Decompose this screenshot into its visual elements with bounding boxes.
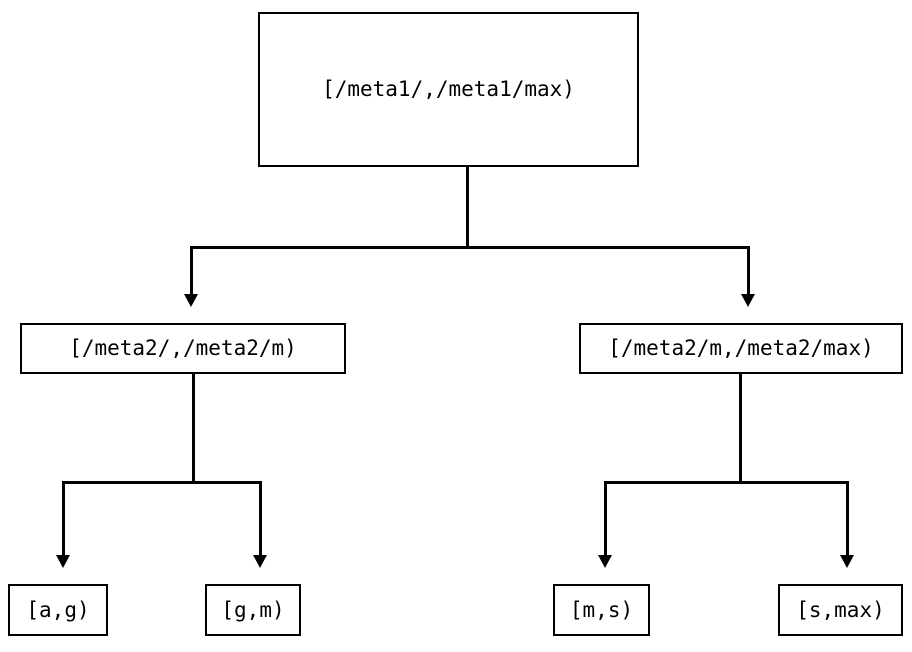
arrowhead-mid-left-to-leaf-ag: [56, 555, 70, 568]
node-leaf-g-m-label: [g,m): [221, 597, 285, 622]
node-mid-left[interactable]: [/meta2/,/meta2/m): [20, 323, 346, 374]
edge-mid-left-to-leaf-ag-drop: [62, 481, 65, 555]
node-leaf-a-g[interactable]: [a,g): [8, 584, 108, 636]
edge-mid-right-to-leaf-ms-drop: [604, 481, 607, 555]
edge-mid-right-to-leaf-smax-drop: [846, 481, 849, 555]
edge-mid-left-stem: [192, 374, 195, 484]
edge-mid-right-crossbar: [604, 481, 849, 484]
arrowhead-root-to-mid-right: [741, 294, 755, 307]
edge-root-to-mid-left-drop: [190, 246, 193, 294]
arrowhead-mid-right-to-leaf-ms: [598, 555, 612, 568]
edge-root-crossbar: [190, 246, 750, 249]
node-root-label: [/meta1/,/meta1/max): [322, 77, 575, 101]
node-mid-left-label: [/meta2/,/meta2/m): [69, 336, 297, 360]
node-mid-right-label: [/meta2/m,/meta2/max): [608, 336, 874, 360]
node-leaf-m-s[interactable]: [m,s): [553, 584, 650, 636]
edge-mid-left-crossbar: [62, 481, 262, 484]
edge-mid-left-to-leaf-gm-drop: [259, 481, 262, 555]
node-leaf-s-max-label: [s,max): [796, 597, 885, 622]
edge-mid-right-stem: [739, 374, 742, 484]
node-root[interactable]: [/meta1/,/meta1/max): [258, 12, 639, 167]
edge-root-to-mid-right-drop: [747, 246, 750, 294]
arrowhead-mid-right-to-leaf-smax: [840, 555, 854, 568]
arrowhead-root-to-mid-left: [184, 294, 198, 307]
node-leaf-m-s-label: [m,s): [569, 597, 634, 622]
node-leaf-a-g-label: [a,g): [26, 597, 90, 622]
arrowhead-mid-left-to-leaf-gm: [253, 555, 267, 568]
node-leaf-s-max[interactable]: [s,max): [778, 584, 903, 636]
node-mid-right[interactable]: [/meta2/m,/meta2/max): [579, 323, 903, 374]
node-leaf-g-m[interactable]: [g,m): [205, 584, 301, 636]
edge-root-stem: [466, 167, 469, 249]
